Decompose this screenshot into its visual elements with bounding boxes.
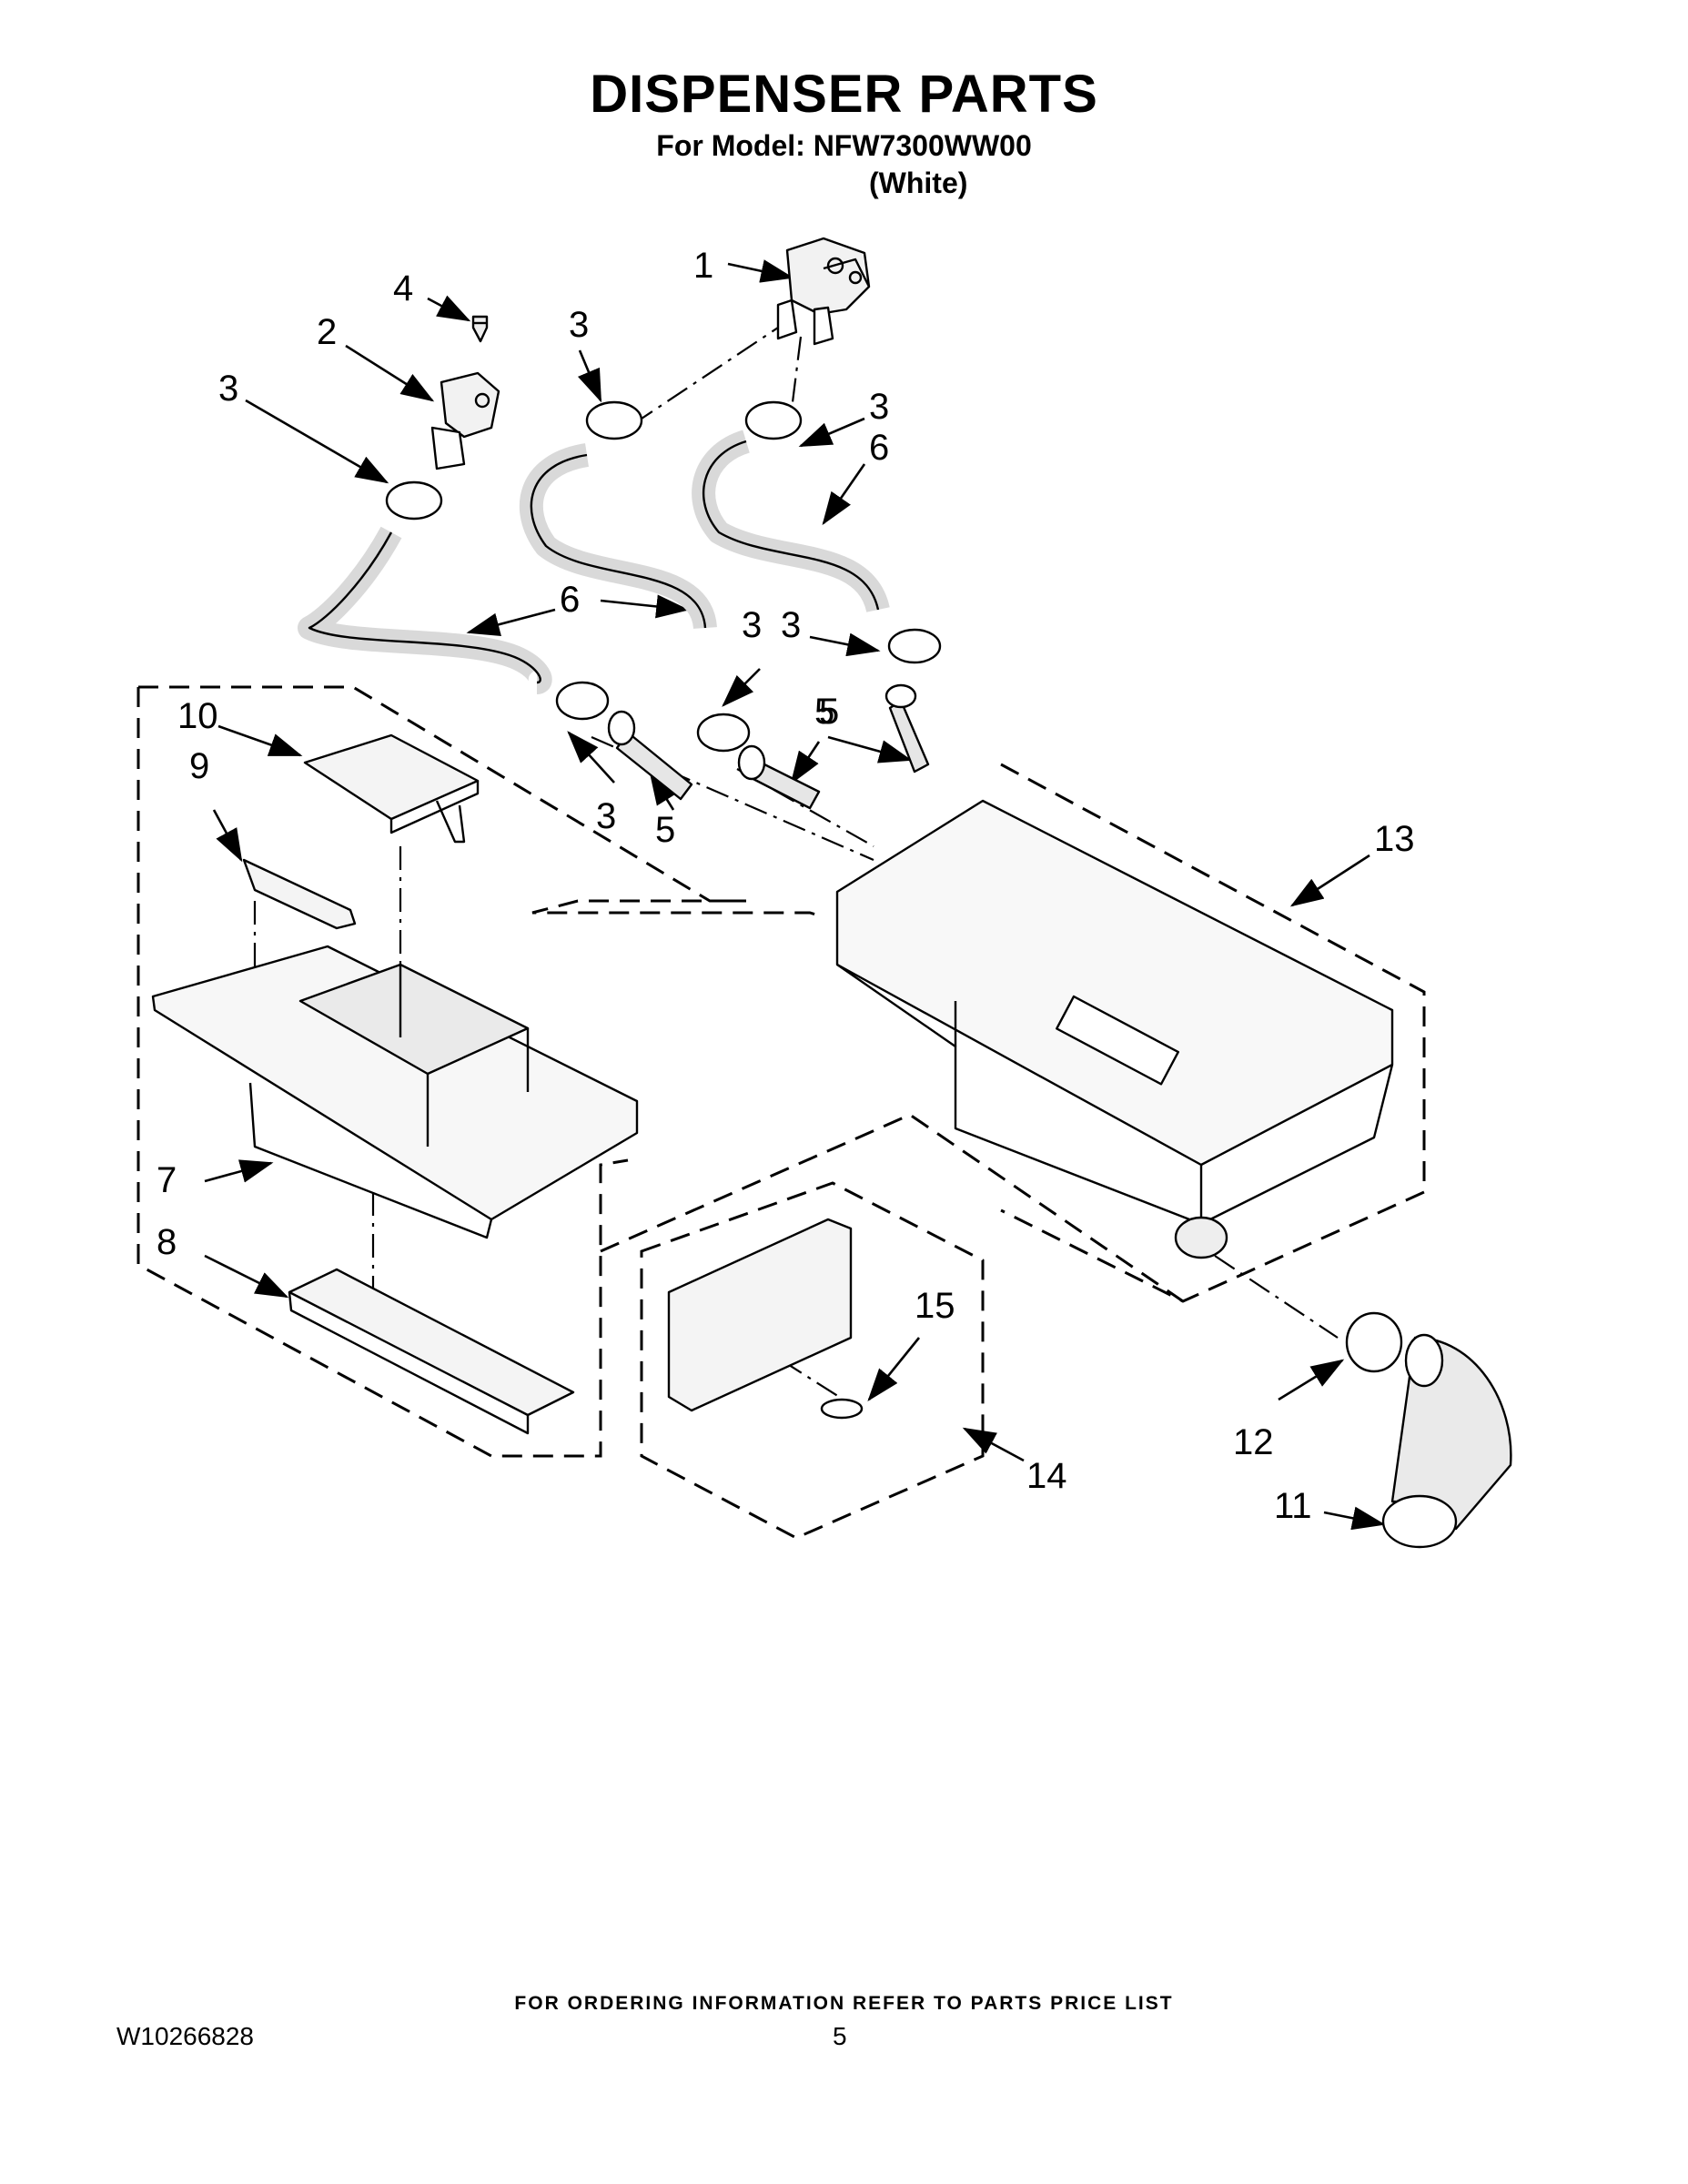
callout-3: 3 bbox=[596, 796, 616, 836]
dispenser-cup-cover bbox=[303, 733, 480, 844]
page-number: 5 bbox=[833, 2022, 847, 2050]
callout-6: 6 bbox=[869, 428, 889, 468]
callout-8: 8 bbox=[157, 1222, 177, 1262]
hose-clamp bbox=[696, 713, 751, 753]
leader-11 bbox=[1323, 1506, 1386, 1531]
color-line: (White) bbox=[869, 167, 968, 199]
axis-hose-to-housing-b bbox=[736, 768, 874, 847]
leader-3c bbox=[798, 417, 865, 448]
hose-clamp bbox=[887, 628, 942, 664]
callout-11: 11 bbox=[1274, 1486, 1312, 1526]
callout-4: 4 bbox=[393, 268, 413, 308]
water-valve-dual bbox=[776, 237, 871, 346]
screw bbox=[471, 315, 489, 343]
hose-clamp bbox=[555, 681, 610, 721]
siphon-cover bbox=[242, 858, 357, 930]
callout-3: 3 bbox=[218, 369, 238, 409]
axis-valve-left bbox=[627, 318, 793, 429]
inlet-tube bbox=[884, 683, 930, 774]
callout-6: 6 bbox=[560, 580, 580, 620]
callout-3: 3 bbox=[781, 605, 801, 645]
dispenser-drawer bbox=[151, 945, 639, 1239]
callout-5: 5 bbox=[819, 692, 839, 732]
leader-5a bbox=[827, 735, 913, 763]
leader-13 bbox=[1289, 854, 1370, 907]
callout-5: 5 bbox=[655, 810, 675, 850]
dispenser-housing bbox=[835, 799, 1394, 1259]
document-number: W10266828 bbox=[116, 2022, 255, 2050]
drain-hose-clamp bbox=[1345, 1311, 1403, 1373]
leader-6a bbox=[822, 463, 866, 526]
hose-clamp bbox=[744, 400, 803, 440]
front-panel bbox=[667, 1218, 853, 1412]
brand-badge bbox=[820, 1398, 864, 1420]
callout-3: 3 bbox=[869, 387, 889, 427]
leader-6b bbox=[466, 608, 556, 636]
elbow-hose bbox=[1381, 1333, 1512, 1549]
callout-1: 1 bbox=[693, 246, 713, 286]
callout-7: 7 bbox=[157, 1160, 177, 1200]
leader-14 bbox=[962, 1427, 1025, 1462]
leader-3f bbox=[567, 731, 615, 784]
callout-2: 2 bbox=[317, 312, 337, 352]
hose-clamp bbox=[585, 400, 643, 440]
leader-6c bbox=[600, 594, 690, 619]
water-valve-single bbox=[430, 371, 500, 470]
page-title: DISPENSER PARTS bbox=[590, 65, 1098, 124]
leader-2 bbox=[345, 344, 435, 402]
leader-10 bbox=[217, 724, 303, 757]
callout-14: 14 bbox=[1026, 1456, 1067, 1496]
leader-8 bbox=[204, 1254, 289, 1299]
leader-1 bbox=[727, 259, 794, 283]
axis-elbow bbox=[1214, 1255, 1339, 1339]
dispenser-drawer-group-outline bbox=[136, 687, 629, 1458]
callout-13: 13 bbox=[1374, 819, 1415, 859]
callout-15: 15 bbox=[915, 1286, 955, 1326]
housing-group-outline bbox=[1000, 763, 1426, 1303]
panel-group-outline bbox=[600, 1113, 1184, 1303]
leader-3a bbox=[245, 399, 389, 484]
leader-3e bbox=[722, 668, 761, 707]
inlet-tube bbox=[737, 744, 821, 810]
callout-3: 3 bbox=[569, 305, 589, 345]
callout-6: 6 bbox=[560, 580, 580, 620]
leader-4 bbox=[427, 295, 471, 322]
leader-5b bbox=[790, 741, 821, 785]
leader-3b bbox=[577, 349, 602, 403]
callout-10: 10 bbox=[177, 696, 218, 736]
callout-9: 9 bbox=[189, 746, 209, 786]
inlet-tube bbox=[607, 710, 693, 801]
model-line: For Model: NFW7300WW00 bbox=[656, 129, 1032, 162]
leader-3d bbox=[809, 632, 881, 657]
leader-9 bbox=[212, 809, 243, 863]
inlet-hose-left bbox=[298, 526, 552, 694]
drawer-insert bbox=[288, 1268, 575, 1417]
front-panel-group-outline bbox=[640, 1181, 985, 1540]
inlet-hose-right bbox=[692, 430, 890, 613]
callout-12: 12 bbox=[1233, 1422, 1274, 1462]
left-group-outline bbox=[138, 685, 820, 917]
callout-3: 3 bbox=[742, 605, 762, 645]
axis-valve-right bbox=[790, 336, 803, 410]
leader-5c bbox=[649, 771, 677, 811]
leader-7 bbox=[204, 1159, 274, 1183]
ordering-info-note: FOR ORDERING INFORMATION REFER TO PARTS … bbox=[514, 1993, 1174, 2014]
callout-5: 5 bbox=[814, 692, 834, 732]
hose-clamp bbox=[385, 480, 443, 521]
leader-15 bbox=[867, 1337, 921, 1402]
leader-12 bbox=[1278, 1359, 1345, 1401]
